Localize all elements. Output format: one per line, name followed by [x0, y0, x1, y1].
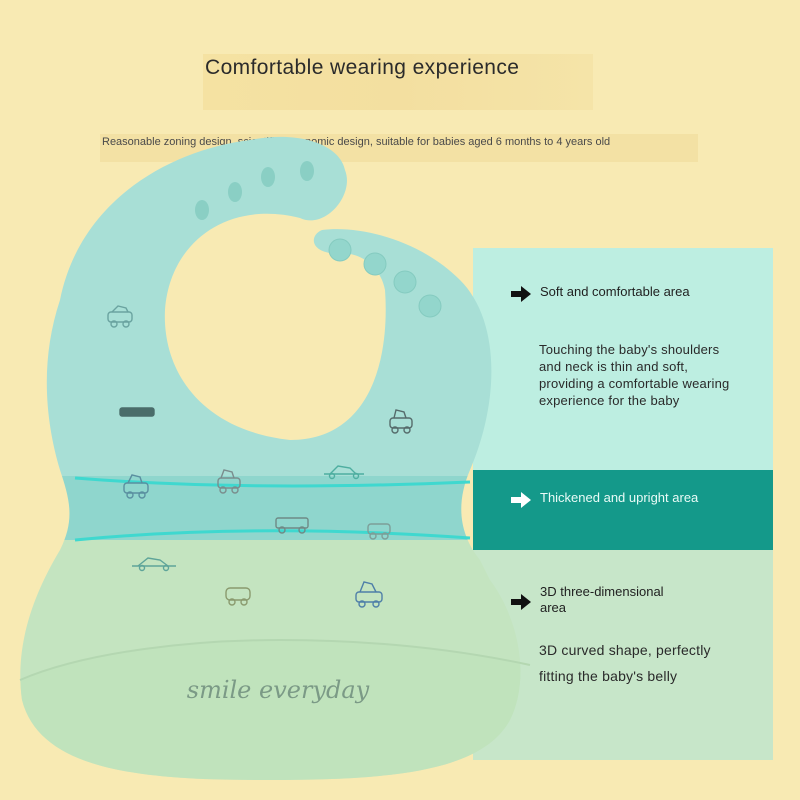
arrow-right-icon	[511, 286, 531, 302]
car-icon	[107, 305, 413, 608]
soft-zone-label: Soft and comfortable area	[540, 284, 690, 299]
thick-zone-header: Thickened and upright area	[510, 490, 698, 508]
curved-zone-header: 3D three-dimensional area	[510, 584, 700, 616]
title-highlight	[203, 54, 593, 110]
soft-zone-description: Touching the baby's shoulders and neck i…	[539, 342, 730, 408]
curved-zone-label: 3D three-dimensional area	[540, 584, 664, 615]
thick-zone-label: Thickened and upright area	[540, 490, 699, 505]
soft-zone-header: Soft and comfortable area	[510, 284, 690, 302]
arrow-right-icon	[511, 594, 531, 610]
curved-zone-description: 3D curved shape, perfectly fitting the b…	[539, 642, 711, 684]
thick-zone-panel	[473, 470, 773, 550]
soft-zone-panel	[473, 248, 773, 470]
bib-print-text: smile everyday	[187, 676, 370, 704]
arrow-right-icon	[511, 492, 531, 508]
page-title: Comfortable wearing experience	[205, 56, 520, 79]
curved-zone-panel	[473, 550, 773, 760]
